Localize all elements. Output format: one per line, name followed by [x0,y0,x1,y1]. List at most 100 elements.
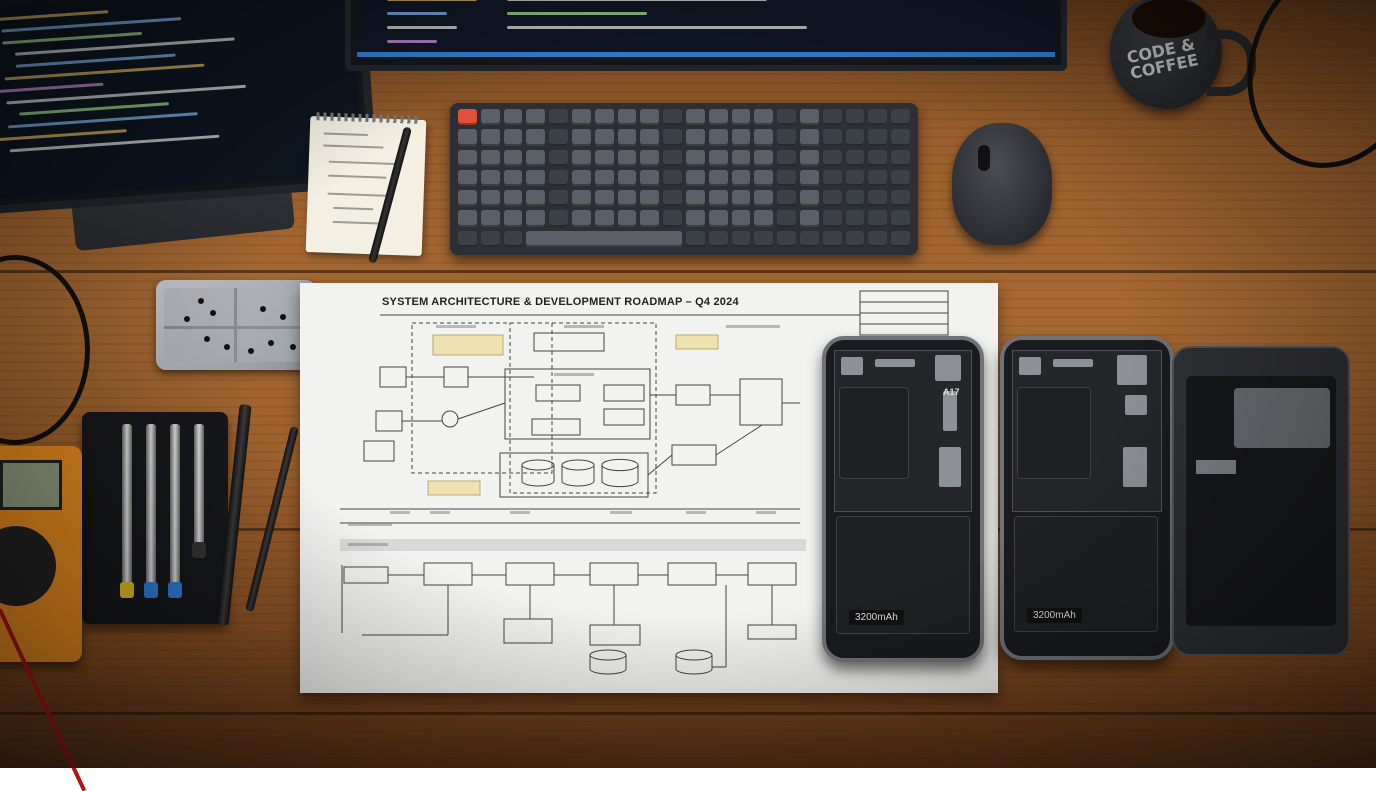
plank-seam [0,270,1376,273]
keycap [526,129,546,146]
keycap [777,169,796,187]
keycap [503,129,523,146]
keyboard-keys [458,109,910,247]
screwdriver [120,424,134,598]
keycap [571,210,591,227]
keycap [571,129,591,146]
keycap [799,169,819,187]
battery-capacity-label: 3200mAh [849,610,904,625]
keycap [891,210,910,227]
battery: 3200mAh [836,516,970,634]
keycap [594,169,614,187]
keycap [754,149,774,166]
keycap [549,210,568,227]
keycap [503,169,523,187]
battery-capacity-label: 3200mAh [1027,608,1082,623]
phone-teardown-2: 3200mAh [1000,336,1174,660]
keycap [845,109,865,126]
keycap [458,230,477,247]
screwdriver [192,424,206,558]
keycap [845,230,865,247]
keycap [549,129,568,146]
keycap [594,129,614,146]
keycap [663,109,682,126]
keycap [799,230,819,247]
keycap [549,109,568,126]
keycap [663,129,682,146]
keycap [891,190,910,207]
keycap [754,210,774,227]
keycap [571,169,591,187]
keycap [708,129,728,146]
keycap [868,210,888,227]
keycap [685,169,705,187]
keycap [868,129,888,146]
keycap [731,190,751,207]
keycap [845,129,865,146]
keycap [731,230,751,247]
keycap [526,190,546,207]
keycap [822,210,842,227]
keycap [526,169,546,187]
keycap [480,129,500,146]
keycap [891,109,910,126]
keycap [799,129,819,146]
keycap [777,210,796,227]
keycap [503,230,523,247]
keycap [640,149,660,166]
keycap [526,149,546,166]
keycap [480,109,500,126]
phone-back-panel [1172,346,1350,656]
keycap [731,149,751,166]
keycap [549,169,568,187]
multimeter [0,446,82,662]
keycap [731,210,751,227]
ux-flow-band [340,539,806,551]
keycap [731,129,751,146]
keycap [799,149,819,166]
keycap [845,169,865,187]
keycap [799,190,819,207]
keycap [891,129,910,146]
battery: 3200mAh [1014,516,1158,632]
keycap [526,210,546,227]
logic-board: A17 [834,350,972,512]
keycap [754,190,774,207]
coffee [1132,0,1206,38]
keycap [480,230,500,247]
keycap [640,129,660,146]
tray-inner [164,288,308,362]
keycap [663,210,682,227]
keycap [845,210,865,227]
keycap [549,190,568,207]
keycap [822,169,842,187]
keycap [868,169,888,187]
mechanical-keyboard [450,103,918,255]
keycap [799,109,819,126]
keycap [685,230,705,247]
keycap [868,149,888,166]
keycap [480,149,500,166]
screwdriver [168,424,182,598]
precision-screwdriver-set [82,412,228,624]
keycap [685,210,705,227]
keycap [777,149,796,166]
screwdriver [144,424,158,598]
keycap [708,109,728,126]
keycap [708,210,728,227]
multimeter-display [0,460,62,510]
keycap [526,109,546,126]
keycap [891,149,910,166]
keycap [822,230,842,247]
keycap [594,190,614,207]
keycap [503,190,523,207]
chip-label: A17 [943,387,960,397]
keycap [822,129,842,146]
keycap [799,210,819,227]
keycap [708,190,728,207]
scroll-wheel [978,145,990,171]
keycap [868,109,888,126]
keycap [685,190,705,207]
keycap [754,169,774,187]
keycap [685,109,705,126]
